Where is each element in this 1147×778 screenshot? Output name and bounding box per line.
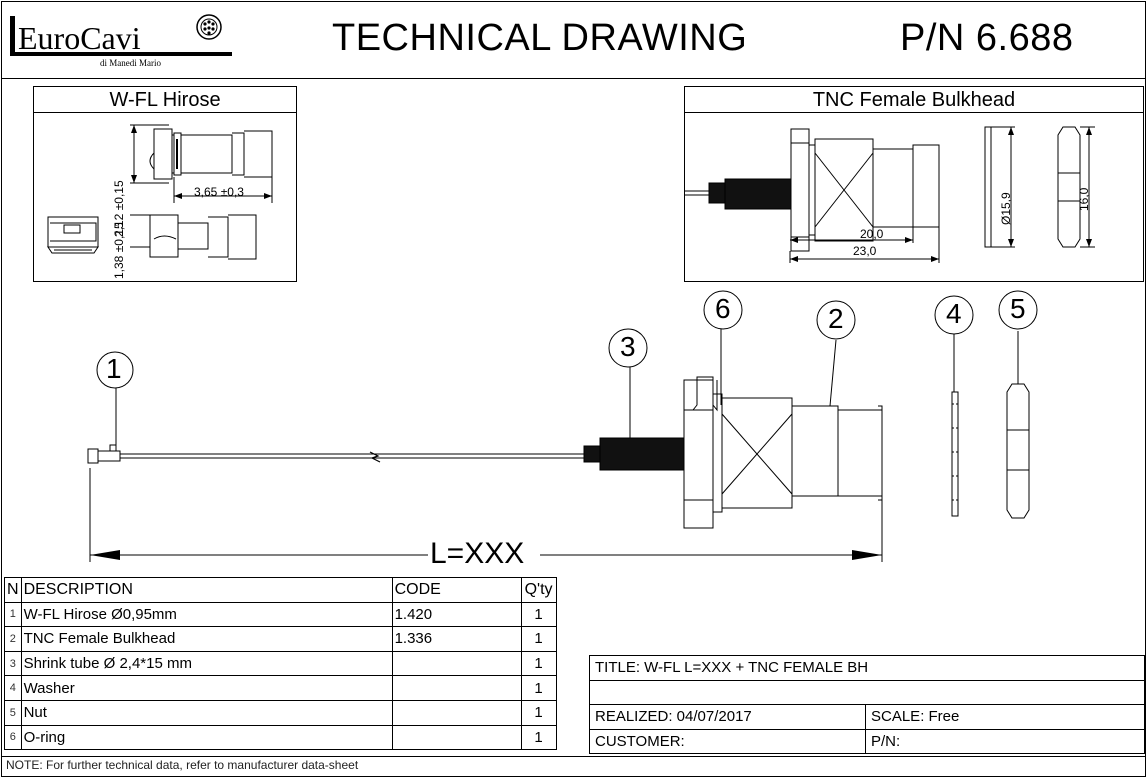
assembly-drawing [87,290,1038,562]
bom-row: 6 O-ring 1 [4,724,557,751]
title-block-row-customer: CUSTOMER: P/N: [589,728,1145,755]
bom-row-description: Nut [20,699,393,726]
bom-row-qty: 1 [520,724,557,751]
title-block-blank [589,679,1145,706]
title-block-customer: CUSTOMER: [589,728,866,755]
bom-row-description: Shrink tube Ø 2,4*15 mm [20,650,393,677]
logo-text: EuroCavi [18,20,141,56]
callout-circle-6 [703,290,743,330]
bom-row-code: 1.336 [391,626,522,652]
bom-row-code [391,675,522,701]
bom-row: 1 W-FL Hirose Ø0,95mm 1.420 1 [4,601,557,628]
callout-circle-4 [934,295,974,335]
bom-row-n: 3 [4,650,22,677]
bom-header-description: DESCRIPTION [20,577,393,603]
logo-underline [10,52,232,56]
title-block-title: TITLE: W-FL L=XXX + TNC FEMALE BH [589,655,1145,681]
footer-note: NOTE: For further technical data, refer … [6,758,359,772]
title-block-scale: SCALE: Free [865,704,1145,730]
note-divider [1,756,1146,757]
callout-5: 5 [1010,293,1026,324]
bom-header-row: N DESCRIPTION CODE Q'ty [4,577,557,603]
logo-bar-left [10,16,15,52]
bom-row-n: 6 [4,724,22,751]
dim-wfl-length: 3,65 ±0,3 [194,185,244,199]
inset-title-wfl: W-FL Hirose [34,87,296,113]
bom-row-qty: 1 [520,626,557,652]
tnc-bulkhead-drawing [685,126,1095,263]
title-block-realized: REALIZED: 04/07/2017 [589,704,866,730]
title-block-row-title: TITLE: W-FL L=XXX + TNC FEMALE BH [589,655,1145,681]
bom-row-description: W-FL Hirose Ø0,95mm [20,601,393,628]
bom-row-code [391,650,522,677]
part-number: P/N 6.688 [900,17,1074,59]
bom-row-description: Washer [20,675,393,701]
bom-row: 2 TNC Female Bulkhead 1.336 1 [4,626,557,652]
title-block-pn: P/N: [865,728,1145,755]
bom-row-n: 1 [4,601,22,628]
drawing-title: TECHNICAL DRAWING [332,17,748,59]
inset-wfl-hirose: W-FL Hirose [33,86,297,282]
dim-tnc-23: 23,0 [853,244,877,258]
bom-row-n: 4 [4,675,22,701]
title-block-row-realized: REALIZED: 04/07/2017 SCALE: Free [589,704,1145,730]
bom-row-code: 1.420 [391,601,522,628]
callout-circle-2 [816,300,856,340]
header-divider [1,78,1146,79]
callout-3: 3 [620,331,636,362]
inset-title-tnc: TNC Female Bulkhead [685,87,1143,113]
wfl-plug-body [87,448,99,464]
bom-row-n: 5 [4,699,22,726]
callout-2: 2 [828,303,844,334]
callout-circle-1 [96,351,134,389]
callout-6: 6 [715,293,731,324]
bom-header-qty: Q'ty [520,577,557,603]
bom-row-qty: 1 [520,601,557,628]
callout-1: 1 [106,353,122,384]
callout-4: 4 [946,298,962,329]
bom-row-description: O-ring [20,724,393,751]
bom-row-qty: 1 [520,675,557,701]
bom-row-code [391,699,522,726]
bom-row: 3 Shrink tube Ø 2,4*15 mm 1 [4,650,557,677]
length-label: L=XXX [430,537,525,570]
title-block-row-blank [589,679,1145,706]
logo-subtitle: di Manedi Mario [100,58,161,68]
bom-row: 4 Washer 1 [4,675,557,701]
bom-row-qty: 1 [520,650,557,677]
bom-row: 5 Nut 1 [4,699,557,726]
logo: EuroCavi di Manedi Mario [8,12,233,72]
bom-row-description: TNC Female Bulkhead [20,626,393,652]
callout-circle-5 [998,290,1038,330]
bill-of-materials: N DESCRIPTION CODE Q'ty 1 W-FL Hirose Ø0… [4,577,557,751]
bom-row-qty: 1 [520,699,557,726]
callout-circle-3 [608,328,648,368]
globe-icon [196,14,222,40]
bom-row-n: 2 [4,626,22,652]
bom-row-code [391,724,522,751]
bom-header-code: CODE [391,577,522,603]
title-block: TITLE: W-FL L=XXX + TNC FEMALE BH REALIZ… [589,655,1145,755]
bom-header-n: N [4,577,22,603]
inset-tnc-bulkhead: TNC Female Bulkhead [684,86,1144,282]
dim-tnc-20: 20,0 [860,227,884,241]
wfl-connector-drawing [47,124,273,260]
